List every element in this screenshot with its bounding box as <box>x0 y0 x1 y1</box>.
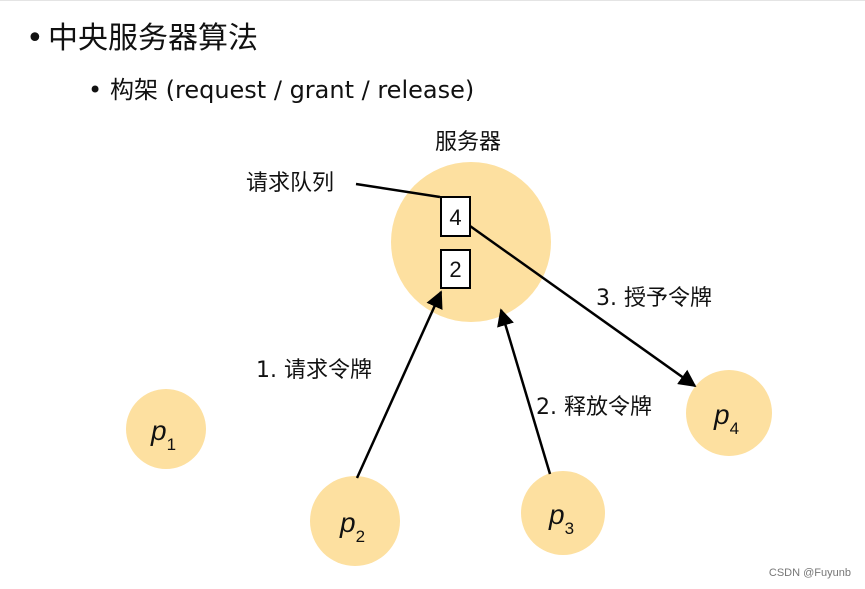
bullet-dot: • <box>26 21 44 56</box>
release-arrow <box>497 308 552 475</box>
watermark: CSDN @Fuyunb <box>768 567 851 579</box>
server-label: 服务器 <box>435 130 501 155</box>
process-node <box>126 389 206 469</box>
heading-bullet: •中央服务器算法 <box>26 18 258 60</box>
request-step-label: 1. 请求令牌 <box>256 358 372 383</box>
server-node <box>391 162 551 322</box>
release-step-label: 2. 释放令牌 <box>536 395 652 420</box>
process-label: p2 <box>339 507 365 546</box>
process-node <box>521 471 605 555</box>
grant-step-label: 3. 授予令牌 <box>596 286 712 311</box>
heading: 中央服务器算法 <box>48 21 258 56</box>
queue-item: 4 <box>449 205 461 230</box>
queue-item: 2 <box>449 257 461 282</box>
queue-label: 请求队列 <box>246 171 334 196</box>
top-divider <box>0 0 865 1</box>
process-node <box>310 476 400 566</box>
subheading-bullet: •构架 (request / grant / release) <box>88 72 474 108</box>
process-label: p3 <box>548 499 574 538</box>
process-node <box>686 370 772 456</box>
request-arrow <box>355 290 443 479</box>
subheading: 构架 (request / grant / release) <box>110 76 475 104</box>
bullet-dot: • <box>88 76 103 104</box>
queue-slot <box>440 196 471 237</box>
process-label: p1 <box>150 415 176 454</box>
queue-slot <box>440 249 471 289</box>
grant-arrow <box>469 224 697 388</box>
queue-pointer-line <box>355 182 441 199</box>
process-label: p4 <box>713 399 739 438</box>
